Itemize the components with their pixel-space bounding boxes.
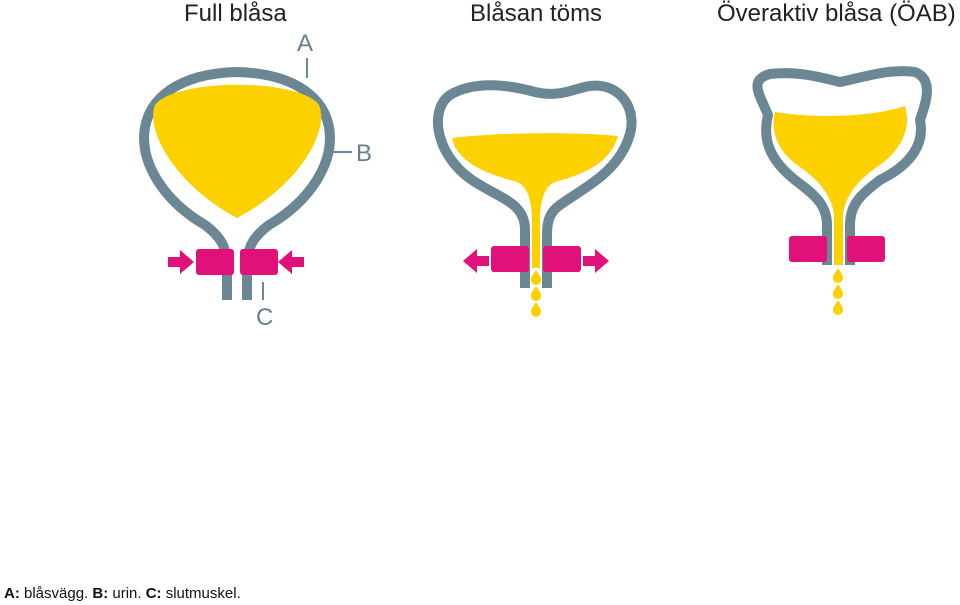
caption-b-key: B: — [92, 585, 109, 602]
legend-caption: A: blåsvägg. B: urin. C: slutmuskel. — [4, 585, 241, 602]
arrow-inward-right — [278, 250, 304, 274]
bladder-wall — [752, 66, 932, 265]
sphincter-left — [789, 236, 827, 262]
urine-drop — [531, 286, 541, 301]
caption-b-text: urin. — [108, 585, 146, 602]
label-a: A — [297, 30, 314, 57]
title-bladder-emptying: Blåsan töms — [470, 0, 603, 27]
label-c: C — [256, 304, 274, 331]
arrow-outward-left — [463, 249, 489, 273]
caption-c-text: slutmuskel. — [161, 585, 241, 602]
label-b: B — [356, 140, 373, 167]
urine-drop — [531, 270, 541, 285]
bladder-wall — [433, 80, 637, 288]
title-full-bladder: Full blåsa — [184, 0, 287, 27]
sphincter-left — [491, 246, 529, 272]
arrow-inward-left — [168, 250, 194, 274]
urine-drop — [833, 268, 843, 283]
sphincter-right — [847, 236, 885, 262]
urine — [153, 84, 322, 218]
sphincter-right — [543, 246, 581, 272]
overactive-bladder-panel — [752, 66, 932, 315]
arrow-outward-right — [583, 249, 609, 273]
caption-a-text: blåsvägg. — [19, 585, 93, 602]
caption-a-key: A: — [4, 585, 20, 602]
urine — [773, 106, 908, 265]
urine-drop — [833, 284, 843, 299]
urine-drop — [833, 300, 843, 315]
emptying-bladder-panel — [433, 80, 637, 317]
urine-drop — [531, 302, 541, 317]
sphincter-left — [196, 249, 234, 275]
caption-c-key: C: — [145, 585, 162, 602]
sphincter-right — [240, 249, 278, 275]
title-overactive-bladder: Överaktiv blåsa (ÖAB) — [717, 0, 956, 27]
bladder-wall — [139, 67, 335, 300]
full-bladder-panel — [139, 58, 352, 300]
urine — [452, 133, 618, 268]
